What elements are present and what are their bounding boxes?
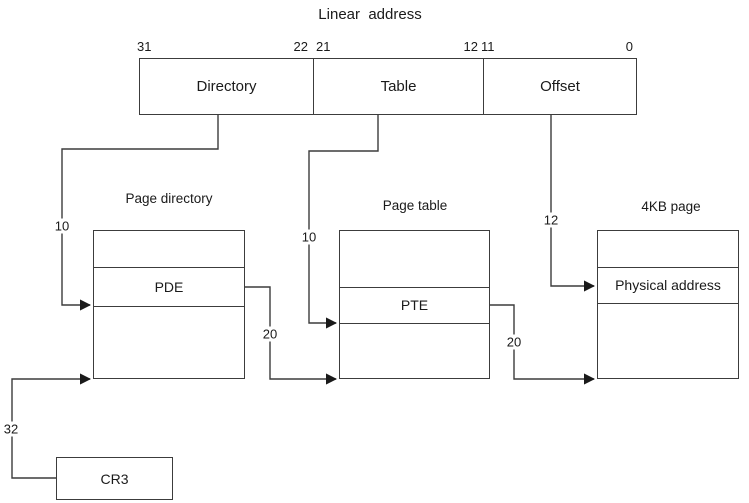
directory-index-wire xyxy=(61,115,219,311)
4kb-page-divider-top xyxy=(598,266,738,268)
page-directory-divider-bottom xyxy=(94,305,244,307)
page-directory-divider-top xyxy=(94,266,244,268)
4kb-page-box: Physical address xyxy=(597,230,739,379)
page-table-box: PTE xyxy=(339,230,490,379)
bit-label-22: 22 xyxy=(293,39,308,54)
table-segment: Table xyxy=(314,59,484,114)
page-directory-title: Page directory xyxy=(125,191,213,206)
pte-bits-label: 20 xyxy=(504,334,524,350)
linear-address-box: Directory Table Offset xyxy=(139,58,637,115)
diagram-title: Linear address xyxy=(318,6,422,23)
pte-entry: PTE xyxy=(400,297,429,313)
directory-bits-label: 10 xyxy=(52,218,72,234)
cr3-label: CR3 xyxy=(100,470,129,487)
offset-wire xyxy=(550,115,596,292)
bit-label-11: 11 xyxy=(481,39,495,54)
bit-label-12: 12 xyxy=(463,39,478,54)
table-index-wire xyxy=(308,115,379,329)
page-table-divider-top xyxy=(340,286,489,288)
offset-segment: Offset xyxy=(540,78,580,95)
directory-segment: Directory xyxy=(140,59,314,114)
bit-label-31: 31 xyxy=(137,39,152,54)
page-table-divider-bottom xyxy=(340,322,489,324)
offset-bits-label: 12 xyxy=(541,212,561,228)
pde-to-page-table-wire xyxy=(245,286,338,385)
page-directory-box: PDE xyxy=(93,230,245,379)
pde-bits-label: 20 xyxy=(260,326,280,342)
table-bits-label: 10 xyxy=(299,229,319,245)
bit-label-0: 0 xyxy=(625,39,633,54)
4kb-page-title: 4KB page xyxy=(641,199,701,214)
bit-label-21: 21 xyxy=(316,39,331,54)
page-table-title: Page table xyxy=(382,198,448,213)
4kb-page-divider-bottom xyxy=(598,302,738,304)
physical-address-entry: Physical address xyxy=(615,277,721,293)
cr3-bits-label: 32 xyxy=(1,421,21,437)
pde-entry: PDE xyxy=(154,278,184,295)
cr3-register-box: CR3 xyxy=(56,457,173,500)
